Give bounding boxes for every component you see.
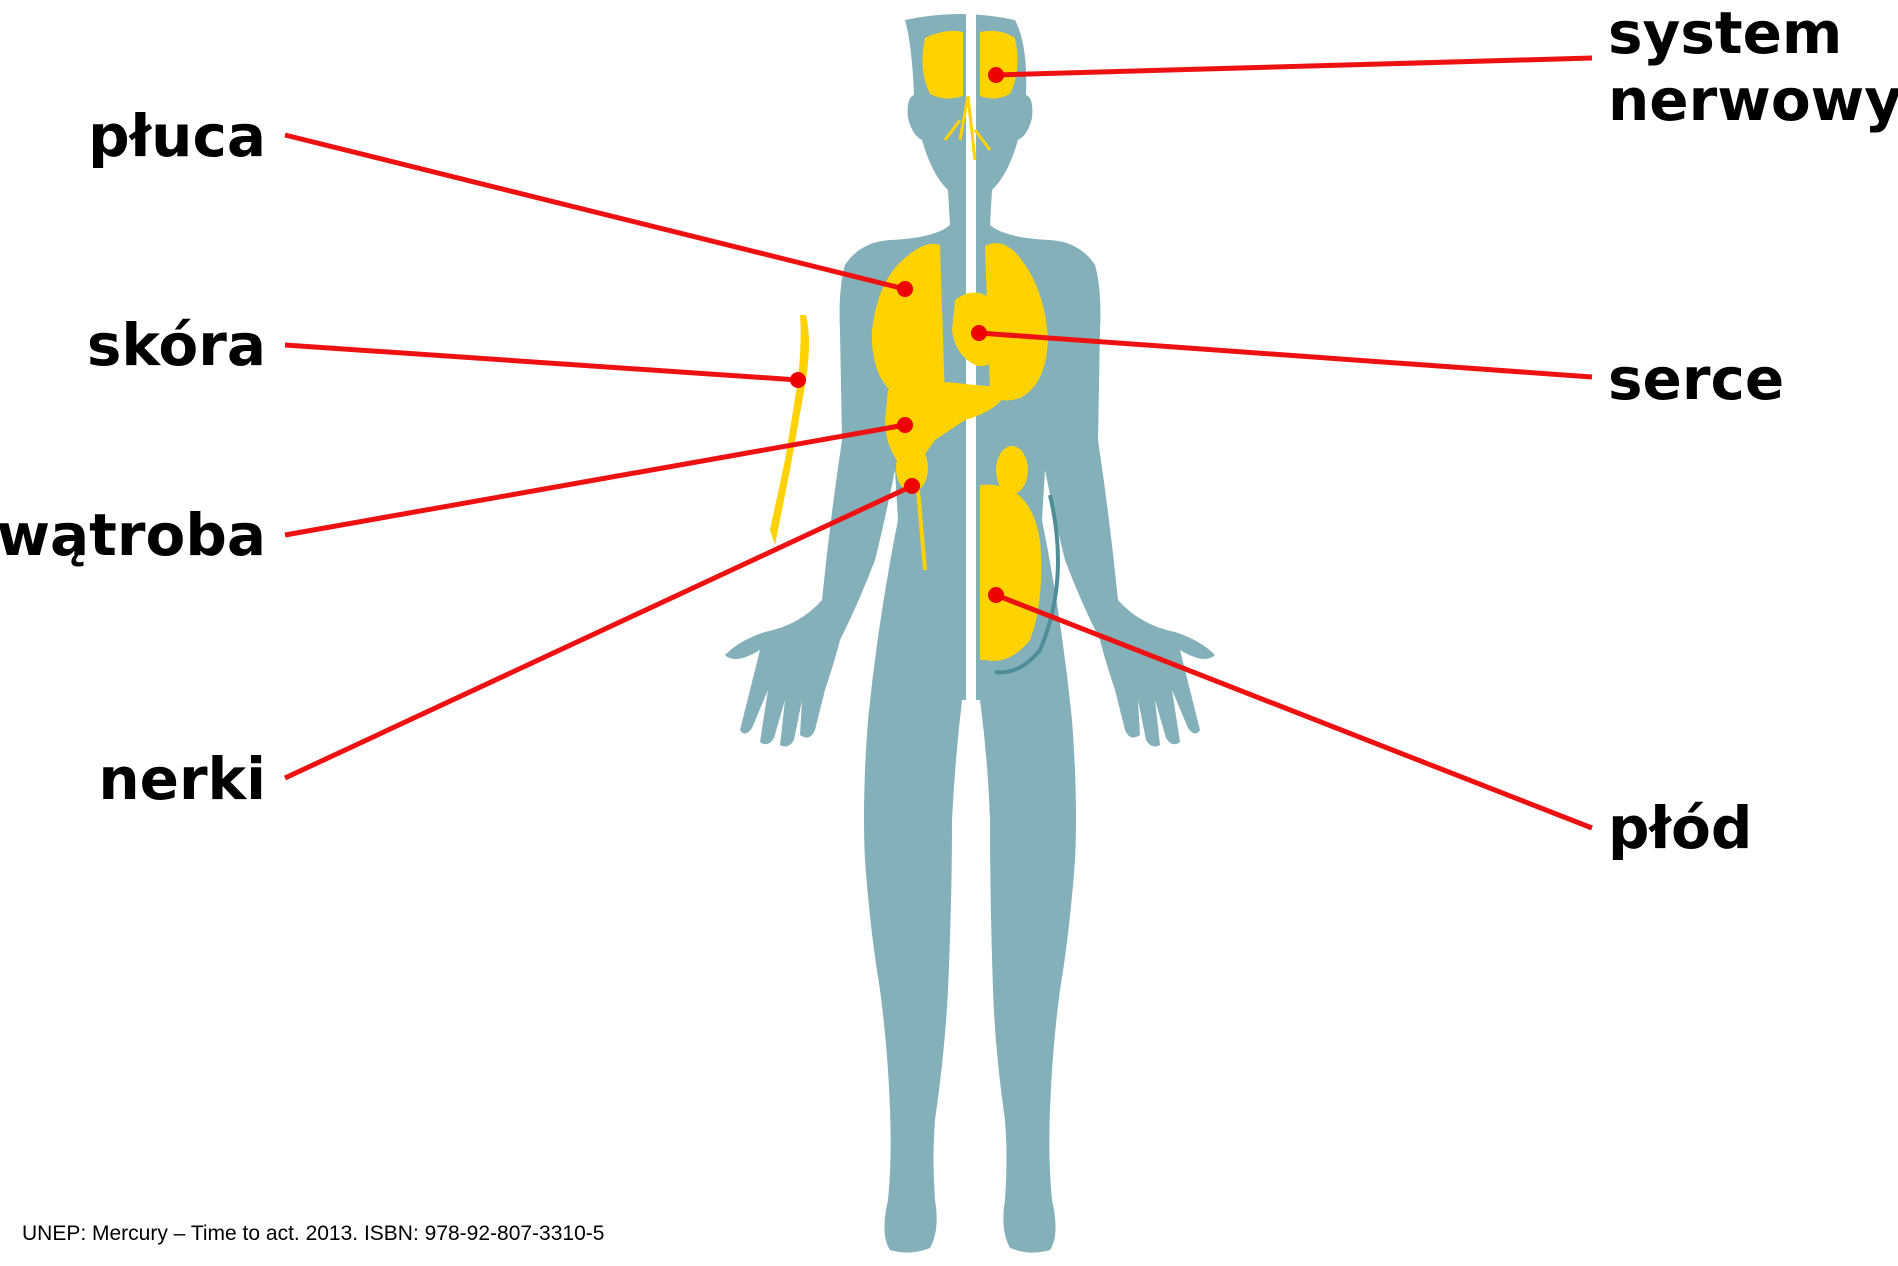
pointer-pluca-line [285, 135, 905, 289]
pointer-nerki-dot [904, 478, 920, 494]
pointer-plod-line [996, 595, 1592, 828]
brain [922, 31, 963, 99]
label-nerki: nerki [98, 746, 266, 813]
label-system-nerwowy-line1: system [1608, 0, 1898, 67]
pointer-system-nerwowy-dot [988, 67, 1004, 83]
pointer-plod-dot [988, 587, 1004, 603]
label-pluca: płuca [88, 103, 266, 170]
brain-right [980, 31, 1018, 99]
human-body-silhouette [725, 12, 1215, 1253]
pointer-pluca-dot [897, 281, 913, 297]
label-watroba: wątroba [0, 502, 266, 569]
pointer-skora-dot [790, 372, 806, 388]
source-caption: UNEP: Mercury – Time to act. 2013. ISBN:… [22, 1222, 604, 1246]
label-plod: płód [1608, 795, 1752, 862]
pointer-system-nerwowy-line [996, 58, 1592, 75]
pointer-serce-dot [971, 325, 987, 341]
label-system-nerwowy: system nerwowy [1608, 0, 1898, 133]
pointer-watroba-dot [897, 417, 913, 433]
skin-arm [770, 315, 809, 545]
pointer-watroba-line [285, 425, 905, 535]
label-system-nerwowy-line2: nerwowy [1608, 67, 1898, 134]
label-skora: skóra [87, 312, 266, 379]
label-serce: serce [1608, 346, 1784, 413]
pointer-skora-line [285, 345, 798, 380]
